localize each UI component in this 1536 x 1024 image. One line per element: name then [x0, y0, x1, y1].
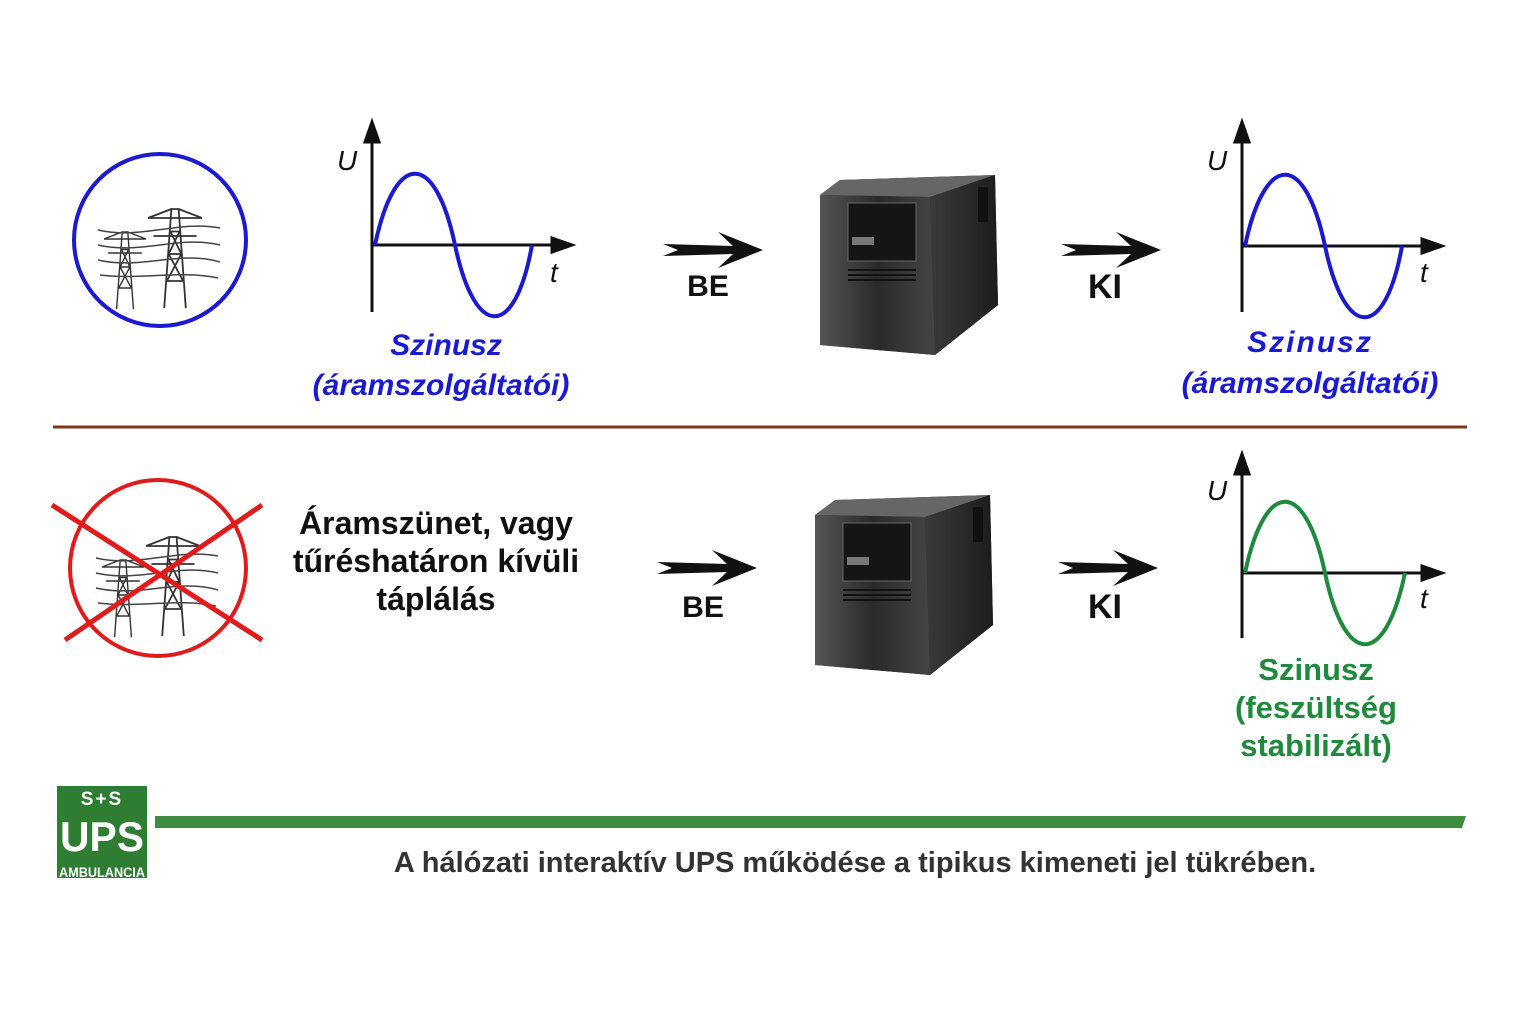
input-sine-graph: U t Szinusz (áramszolgáltatói) [313, 117, 577, 402]
input-label-1: Szinusz [390, 329, 502, 362]
stabilized-sine-graph: U t Szinusz (feszültség stabilizált) [1207, 449, 1447, 763]
in-arrow-label: BE [687, 270, 729, 303]
y-axis-label: U [337, 145, 358, 176]
caption: A hálózati interaktív UPS működése a tip… [394, 847, 1316, 879]
in-arrow-bottom: BE [657, 550, 757, 624]
outage-text-line: Áramszünet, vagy [299, 505, 573, 541]
arrow-icon [1061, 232, 1161, 268]
stabilized-label-line: (feszültség [1235, 690, 1397, 725]
sine-wave [1243, 172, 1404, 320]
sos-ups-ambulancia-logo: S+S UPS AMBULANCIA [57, 786, 147, 880]
stabilized-label-line: stabilizált) [1240, 728, 1392, 763]
output-label-1: Szinusz [1247, 326, 1373, 359]
y-axis-label: U [1207, 145, 1228, 176]
output-label-2: (áramszolgáltatói) [1182, 367, 1439, 400]
arrow-icon [663, 232, 763, 268]
y-axis-label: U [1207, 475, 1228, 506]
footer-bar [155, 816, 1466, 828]
power-outage-icon [50, 478, 264, 658]
outage-text: Áramszünet, vagy tűréshatáron kívüli táp… [293, 505, 579, 617]
logo-line-2: UPS [60, 813, 144, 860]
arrow-icon [1058, 550, 1158, 586]
out-arrow-label: KI [1088, 588, 1122, 626]
sine-wave [1243, 499, 1407, 647]
output-sine-graph: U t Szinusz (áramszolgáltatói) [1182, 117, 1447, 400]
in-arrow-label: BE [682, 591, 724, 624]
outage-text-line: táplálás [376, 581, 495, 617]
out-arrow: KI [1061, 232, 1161, 306]
logo-line-3: AMBULANCIA [59, 864, 145, 880]
x-axis-label: t [1420, 257, 1429, 288]
grid-power-icon [72, 152, 248, 328]
out-arrow-label: KI [1088, 268, 1122, 306]
stabilized-label-line: Szinusz [1258, 652, 1373, 687]
logo-line-1: S+S [81, 789, 123, 810]
sine-wave [373, 171, 534, 319]
ups-device-image [814, 494, 994, 676]
outage-text-line: tűréshatáron kívüli [293, 543, 579, 579]
input-label-2: (áramszolgáltatói) [313, 369, 570, 402]
in-arrow: BE [663, 232, 763, 303]
x-axis-label: t [550, 257, 559, 288]
out-arrow-bottom: KI [1058, 550, 1158, 626]
x-axis-label: t [1420, 583, 1429, 614]
ups-device-image [819, 174, 999, 356]
arrow-icon [657, 550, 757, 586]
